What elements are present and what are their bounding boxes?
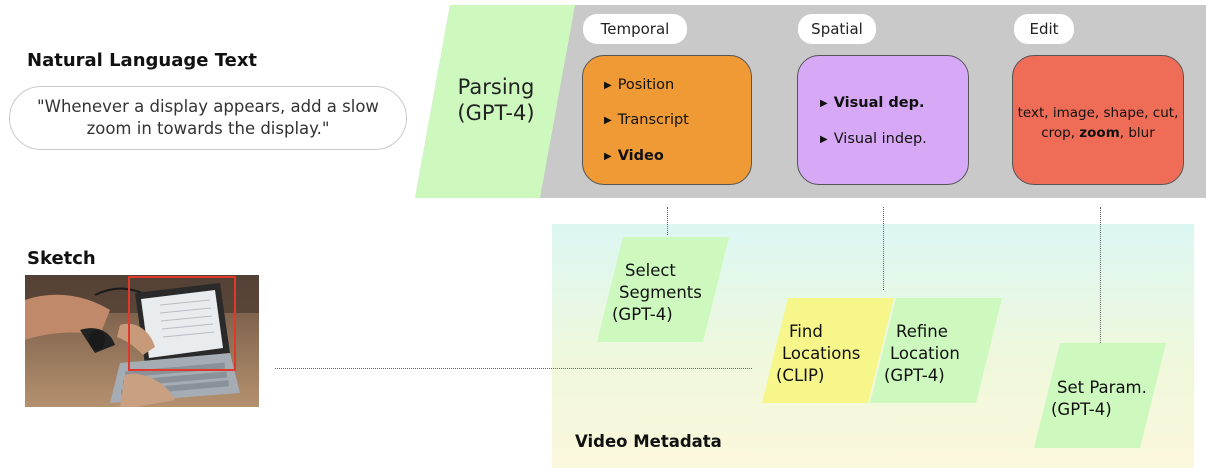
spatial-pill: Spatial <box>798 14 876 44</box>
set-param-shape <box>1034 343 1166 448</box>
connector-temporal <box>667 207 668 235</box>
set-param-line-1: Set Param. <box>1057 378 1147 397</box>
set-param-line-2: (GPT-4) <box>1051 400 1112 419</box>
temporal-item-position: ▶Position <box>604 77 675 93</box>
find-locations-shape <box>762 298 894 403</box>
select-segments-line-1: Select <box>625 261 676 280</box>
bullet-arrow-icon: ▶ <box>820 98 828 109</box>
find-locations-line-3: (CLIP) <box>776 366 825 385</box>
video-metadata-label: Video Metadata <box>575 432 722 451</box>
spatial-item-visual-dep: ▶Visual dep. <box>820 95 925 111</box>
edit-zoom-highlight: zoom <box>1079 125 1120 141</box>
refine-location-line-1: Refine <box>896 322 948 341</box>
natural-language-input: "Whenever a display appears, add a slow … <box>9 86 407 150</box>
parsing-label-line-2: (GPT-4) <box>457 101 535 125</box>
refine-location-line-3: (GPT-4) <box>884 366 945 385</box>
edit-pill: Edit <box>1014 14 1074 44</box>
select-segments-line-2: Segments <box>619 283 702 302</box>
sketch-title: Sketch <box>27 248 96 269</box>
connector-spatial <box>883 207 884 290</box>
edit-operations-line-1: text, image, shape, cut, <box>1017 105 1179 121</box>
temporal-item-video: ▶Video <box>604 148 664 164</box>
nl-quote-line-1: "Whenever a display appears, add a slow <box>37 97 379 116</box>
temporal-pill: Temporal <box>583 14 687 44</box>
sketch-bounding-box <box>128 276 236 371</box>
refine-location-shape <box>870 298 1002 403</box>
temporal-item-transcript: ▶Transcript <box>604 112 689 128</box>
natural-language-title: Natural Language Text <box>27 50 258 71</box>
select-segments-line-3: (GPT-4) <box>612 305 673 324</box>
bullet-arrow-icon: ▶ <box>820 134 828 145</box>
temporal-module <box>582 55 752 185</box>
select-segments-text: Select <box>625 260 676 282</box>
refine-location-line-2: Location <box>890 344 960 363</box>
edit-operations: text, image, shape, cut, crop, zoom, blu… <box>1012 103 1184 143</box>
connector-sketch <box>275 368 752 369</box>
connector-edit <box>1100 207 1101 343</box>
sketch-frame-image <box>25 275 259 407</box>
bullet-arrow-icon: ▶ <box>604 80 612 91</box>
nl-quote-line-2: zoom in towards the display." <box>86 119 330 138</box>
sketch-video-frame <box>25 275 259 407</box>
edit-operations-line-2: crop, zoom, blur <box>1041 125 1155 141</box>
spatial-item-visual-indep: ▶Visual indep. <box>820 131 927 147</box>
edit-module <box>1012 55 1184 185</box>
bullet-arrow-icon: ▶ <box>604 115 612 126</box>
select-segments-shape <box>597 237 729 342</box>
parsing-label: Parsing (GPT-4) <box>446 74 546 126</box>
bullet-arrow-icon: ▶ <box>604 151 612 162</box>
parsing-label-line-1: Parsing <box>457 75 535 99</box>
find-locations-line-1: Find <box>789 322 823 341</box>
spatial-module <box>797 55 969 185</box>
find-locations-line-2: Locations <box>782 344 861 363</box>
